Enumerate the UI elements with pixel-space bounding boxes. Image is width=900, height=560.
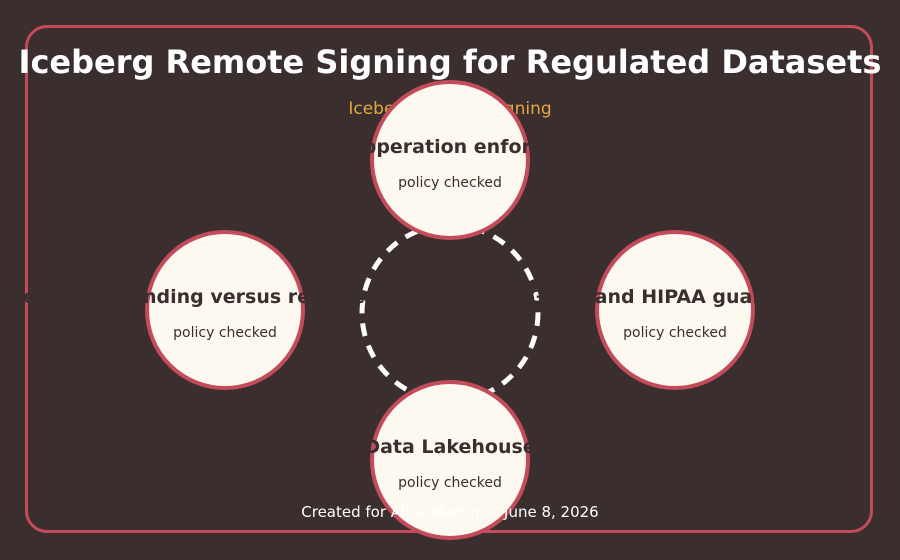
node-right-sub: policy checked bbox=[623, 325, 727, 341]
node-top-sub: policy checked bbox=[398, 175, 502, 191]
node-bottom: Data Lakehouse policy checked bbox=[364, 380, 536, 540]
node-left: Credential vending versus remote signing… bbox=[0, 230, 450, 390]
dashed-cycle-circle bbox=[359, 222, 541, 404]
node-top: S3 file operation enforcement policy che… bbox=[290, 80, 610, 240]
diagram-title: Iceberg Remote Signing for Regulated Dat… bbox=[18, 43, 882, 81]
node-right-label: GDPR and HIPAA guardrails bbox=[528, 286, 822, 308]
node-left-label: Credential vending versus remote signing bbox=[0, 286, 451, 308]
node-top-label: S3 file operation enforcement bbox=[289, 136, 611, 158]
node-right: GDPR and HIPAA guardrails policy checked bbox=[528, 230, 822, 390]
diagram-footer: Created for Alice Martin — June 8, 2026 bbox=[301, 503, 599, 521]
node-bottom-label: Data Lakehouse bbox=[364, 436, 536, 458]
node-left-sub: policy checked bbox=[173, 325, 277, 341]
node-bottom-sub: policy checked bbox=[398, 475, 502, 491]
